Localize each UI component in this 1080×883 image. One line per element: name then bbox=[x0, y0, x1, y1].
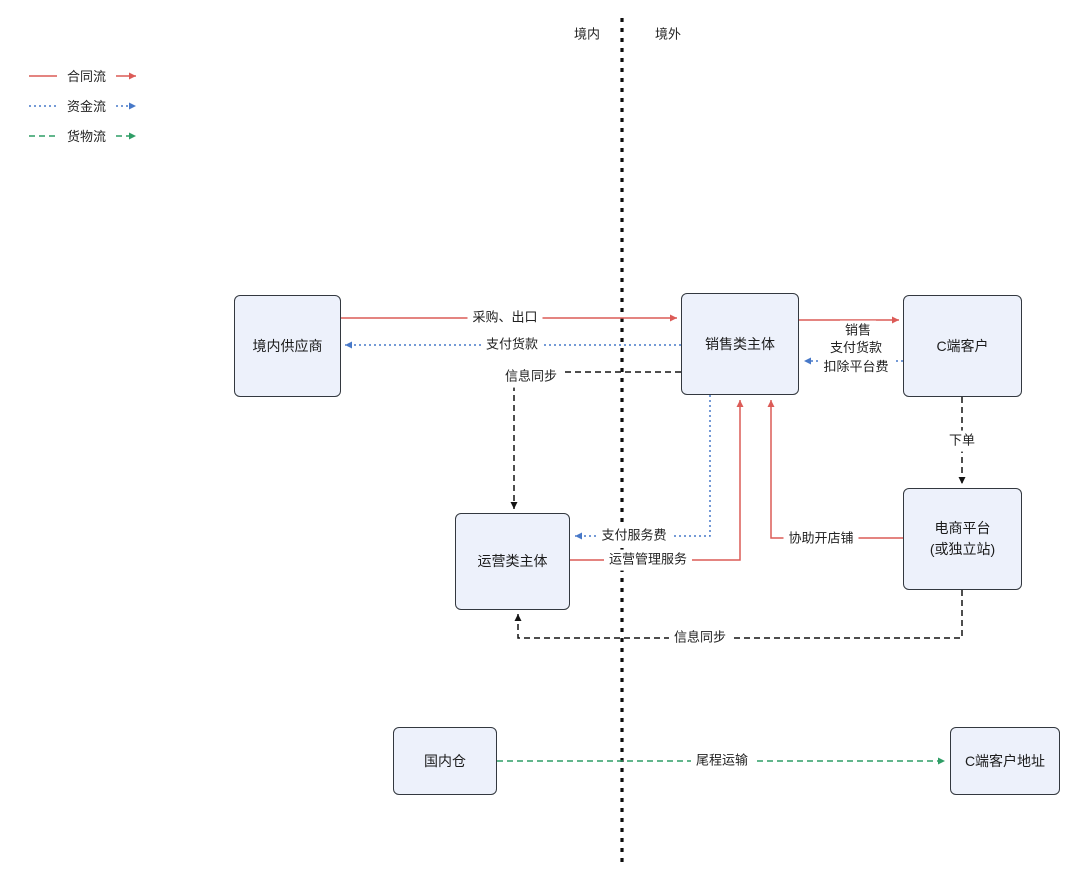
edge-label-last-mile-transport: 尾程运输 bbox=[690, 750, 754, 772]
legend-item-contract-flow: 合同流 bbox=[28, 66, 145, 85]
edge-info-sync-platform-ops-line bbox=[514, 590, 963, 639]
capital-flow-line-icon bbox=[29, 104, 57, 107]
node-sales-entity: 销售类主体 bbox=[681, 293, 799, 395]
flow-legend: 合同流 资金流 货物流 bbox=[28, 66, 145, 145]
edge-info-sync-to-ops-line bbox=[510, 371, 681, 509]
edge-pay-service-fee-line bbox=[575, 395, 711, 540]
node-label-sales-entity: 销售类主体 bbox=[705, 335, 775, 352]
node-ops-entity: 运营类主体 bbox=[455, 513, 570, 610]
node-ecommerce-platform: 电商平台 (或独立站) bbox=[903, 488, 1022, 590]
contract-flow-line-icon bbox=[29, 74, 57, 77]
node-label-ops-entity: 运营类主体 bbox=[477, 553, 548, 569]
edge-label-place-order: 下单 bbox=[943, 430, 981, 452]
node-c-customer-address: C端客户地址 bbox=[950, 727, 1060, 795]
edge-label-procurement-export: 采购、出口 bbox=[467, 307, 543, 329]
legend-item-goods-flow: 货物流 bbox=[28, 126, 145, 145]
capital-flow-arrow-icon bbox=[116, 102, 137, 109]
goods-flow-line-icon bbox=[29, 134, 57, 137]
edge-label-info-sync-to-ops: 信息同步 bbox=[499, 366, 563, 388]
node-label-domestic-warehouse: 国内仓 bbox=[424, 752, 466, 769]
edge-label-ops-management-service: 运营管理服务 bbox=[603, 549, 693, 571]
node-label-c-customer-address: C端客户地址 bbox=[964, 752, 1046, 769]
legend-item-capital-flow: 资金流 bbox=[28, 96, 145, 115]
goods-flow-arrow-icon bbox=[116, 132, 137, 139]
node-domestic-warehouse: 国内仓 bbox=[393, 727, 497, 795]
node-domestic-supplier: 境内供应商 bbox=[234, 295, 341, 397]
boundary-label-domestic: 境内 bbox=[570, 23, 604, 43]
contract-flow-arrow-icon bbox=[116, 72, 137, 79]
node-c-customer: C端客户 bbox=[903, 295, 1022, 397]
node-label-domestic-supplier: 境内供应商 bbox=[252, 337, 323, 354]
edge-label-pay-goods-minus-fee: 支付货款 扣除平台费 bbox=[818, 338, 894, 378]
node-label-c-customer: C端客户 bbox=[936, 337, 989, 354]
edge-label-info-sync-platform-ops: 信息同步 bbox=[668, 627, 732, 649]
node-label-ecommerce-platform: 电商平台 (或独立站) bbox=[929, 520, 996, 557]
edge-label-assist-open-shop: 协助开店铺 bbox=[783, 528, 859, 550]
edge-label-pay-service-fee: 支付服务费 bbox=[596, 525, 672, 547]
legend-label-goods-flow: 货物流 bbox=[67, 129, 107, 144]
legend-label-capital-flow: 资金流 bbox=[67, 99, 107, 114]
edge-assist-open-shop-line bbox=[767, 400, 903, 539]
boundary-label-overseas: 境外 bbox=[651, 23, 685, 43]
edge-label-sales: 销售 bbox=[839, 320, 877, 342]
legend-label-contract-flow: 合同流 bbox=[67, 69, 107, 84]
edge-label-pay-goods-to-supplier: 支付货款 bbox=[480, 334, 544, 356]
